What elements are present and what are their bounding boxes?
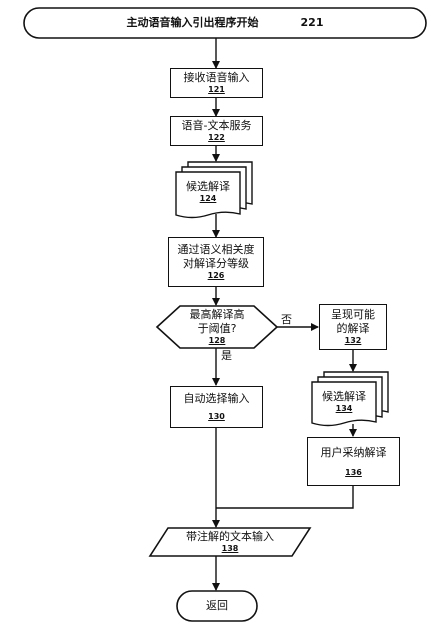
step-present-possible-interpretations: 呈现可能 的解译 132 bbox=[319, 304, 387, 350]
step-speech-to-text-service: 语音-文本服务 122 bbox=[170, 116, 263, 146]
document-stack-134-shape bbox=[311, 371, 389, 427]
end-label: 返回 bbox=[206, 599, 228, 612]
start-label: 主动语音输入引出程序开始 bbox=[126, 16, 259, 29]
step-121-label: 接收语音输入 bbox=[183, 71, 250, 84]
edge-label-no: 否 bbox=[281, 313, 292, 326]
step-126-ref: 126 bbox=[207, 271, 225, 280]
io-138-label: 带注解的文本输入 bbox=[186, 530, 274, 543]
start-terminator: 主动语音输入引出程序开始 221 bbox=[24, 8, 426, 38]
step-130-ref: 130 bbox=[208, 412, 225, 421]
start-ref: 221 bbox=[300, 16, 324, 29]
step-122-label: 语音-文本服务 bbox=[181, 119, 252, 132]
step-124-label: 候选解译 bbox=[186, 180, 230, 193]
step-130-label: 自动选择输入 bbox=[183, 392, 250, 405]
document-stack-124-shape bbox=[175, 161, 253, 219]
step-132-label-line2: 的解译 bbox=[336, 322, 370, 335]
step-auto-select-input: 自动选择输入 130 bbox=[170, 386, 263, 428]
step-receive-voice-input: 接收语音输入 121 bbox=[170, 68, 263, 98]
step-user-adopts-interpretation: 用户采纳解译 136 bbox=[307, 437, 400, 486]
step-136-ref: 136 bbox=[345, 467, 362, 477]
decision-128-label-line2: 于阈值? bbox=[197, 322, 237, 335]
step-rank-by-semantic-relevance: 通过语义相关度 对解译分等级 126 bbox=[168, 237, 264, 287]
step-132-ref: 132 bbox=[344, 336, 362, 345]
step-136-label: 用户采纳解译 bbox=[320, 445, 387, 459]
io-138-shape bbox=[148, 527, 312, 557]
step-126-label-line1: 通过语义相关度 bbox=[177, 243, 255, 256]
decision-top-above-threshold: 最高解译高 于阈值? 128 bbox=[170, 306, 264, 348]
step-134-label: 候选解译 bbox=[322, 390, 366, 403]
step-candidate-interpretations: 候选解译 124 bbox=[176, 174, 240, 210]
connectors bbox=[212, 38, 357, 591]
step-134-ref: 134 bbox=[335, 404, 353, 413]
step-132-label-line1: 呈现可能 bbox=[331, 308, 375, 321]
edge-label-yes: 是 bbox=[221, 349, 232, 362]
io-annotated-text-input: 带注解的文本输入 138 bbox=[156, 528, 304, 556]
io-138-ref: 138 bbox=[221, 544, 239, 553]
decision-128-label-line1: 最高解译高 bbox=[189, 308, 245, 321]
step-126-label-line2: 对解译分等级 bbox=[183, 257, 249, 270]
decision-128-ref: 128 bbox=[208, 336, 226, 345]
step-122-ref: 122 bbox=[208, 133, 225, 142]
start-terminator-shape bbox=[23, 7, 427, 39]
end-terminator-shape bbox=[176, 590, 258, 622]
end-terminator: 返回 bbox=[177, 591, 257, 621]
step-121-ref: 121 bbox=[208, 85, 225, 94]
step-124-ref: 124 bbox=[199, 194, 217, 203]
step-candidate-interpretations-2: 候选解译 134 bbox=[312, 384, 376, 420]
edge-136-merge bbox=[216, 486, 354, 509]
